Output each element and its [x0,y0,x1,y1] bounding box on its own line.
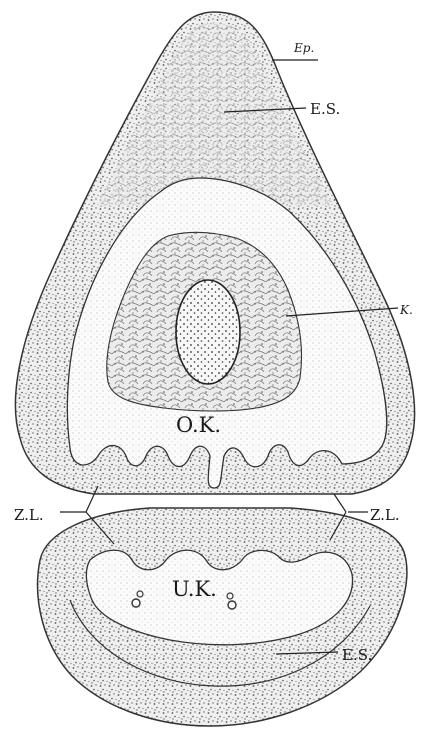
label-ep: Ep. [293,41,314,55]
nucleus [176,280,240,384]
label-upper-cavity: O.K. [176,413,221,437]
label-k: K. [399,303,413,317]
label-lower-cavity: U.K. [172,577,217,601]
label-es-lower: E.S. [342,646,372,664]
label-es-upper: E.S. [310,100,340,118]
label-zl-right: Z.L. [370,506,400,524]
label-zl-left: Z.L. [14,506,44,524]
